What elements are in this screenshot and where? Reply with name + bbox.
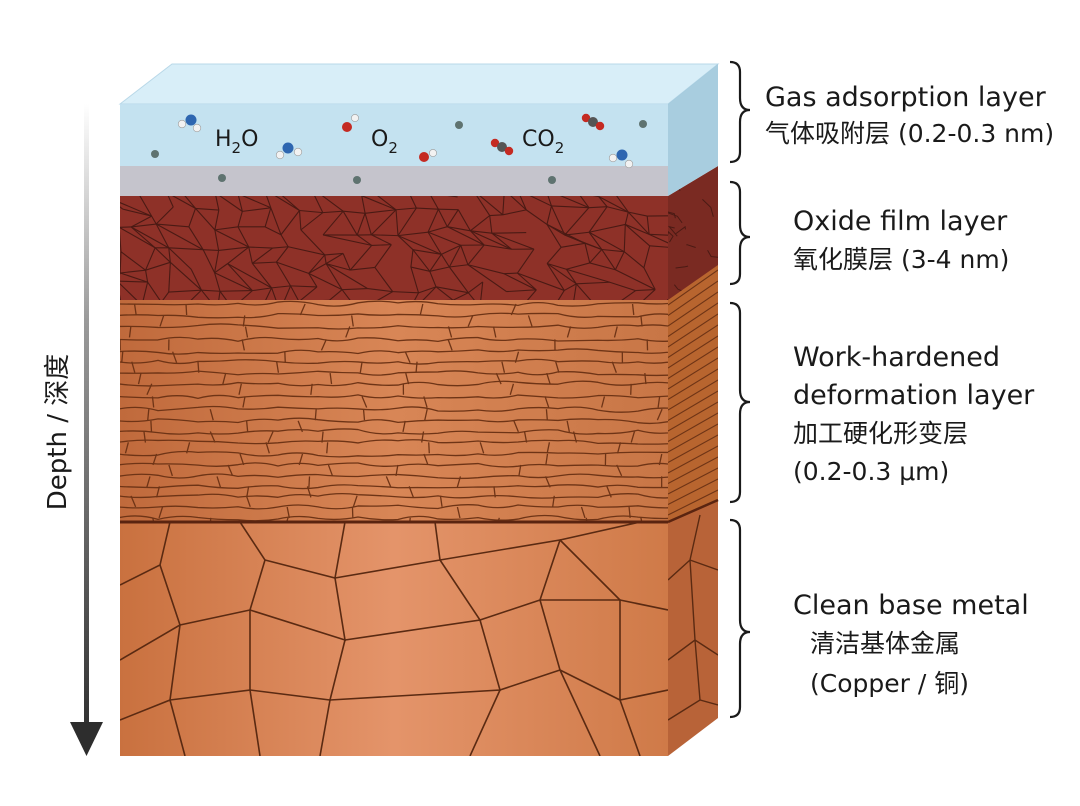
oxide-crack [490,215,503,216]
label-work-zh: 加工硬化形变层 [793,419,968,448]
deformed-grain-boundary [151,421,152,432]
gas-layer-overlap [120,166,668,196]
deformed-grain-boundary [546,409,547,420]
deformed-grain-boundary [315,409,316,420]
oxide-crack [492,233,526,234]
label-work-en-2: deformation layer [793,380,1035,411]
base-metal-side [668,500,718,756]
oxide-crack [117,273,120,281]
work-hardened-front [120,297,668,522]
deformed-grain-boundary [309,476,310,487]
label-work-size: (0.2-0.3 μm) [793,457,949,486]
label-oxide-en: Oxide film layer [793,206,1008,237]
label-base-note: (Copper / 铜) [810,669,969,698]
layer-brackets [730,62,750,717]
bracket-gas [730,62,750,162]
depth-arrow-shaft [84,104,89,724]
deformed-grain-boundary [186,304,187,315]
layer-block [107,64,719,756]
label-work-en-1: Work-hardened [793,342,1000,373]
label-gas-zh: 气体吸附层 (0.2-0.3 nm) [765,119,1054,148]
label-gas-en: Gas adsorption layer [765,82,1047,113]
bracket-oxide [730,182,750,284]
base-metal-front [120,522,668,756]
deformed-grain-boundary [429,442,430,453]
oxide-crack [372,245,392,246]
label-base-en: Clean base metal [793,590,1029,621]
depth-axis: Depth / 深度 [43,104,103,756]
label-oxide-zh: 氧化膜层 (3-4 nm) [793,245,1009,274]
deformed-grain-boundary [327,442,328,453]
label-base-zh: 清洁基体金属 [810,629,960,658]
oxide-crack [203,250,218,251]
bracket-base [730,520,750,717]
gas-layer-top [120,64,718,104]
depth-arrow-head [70,722,103,756]
layer-labels: Gas adsorption layer 气体吸附层 (0.2-0.3 nm) … [765,82,1054,698]
oxide-crack [504,273,518,274]
bracket-work [730,303,750,502]
depth-axis-label: Depth / 深度 [43,354,73,510]
oxide-crack [220,291,252,292]
